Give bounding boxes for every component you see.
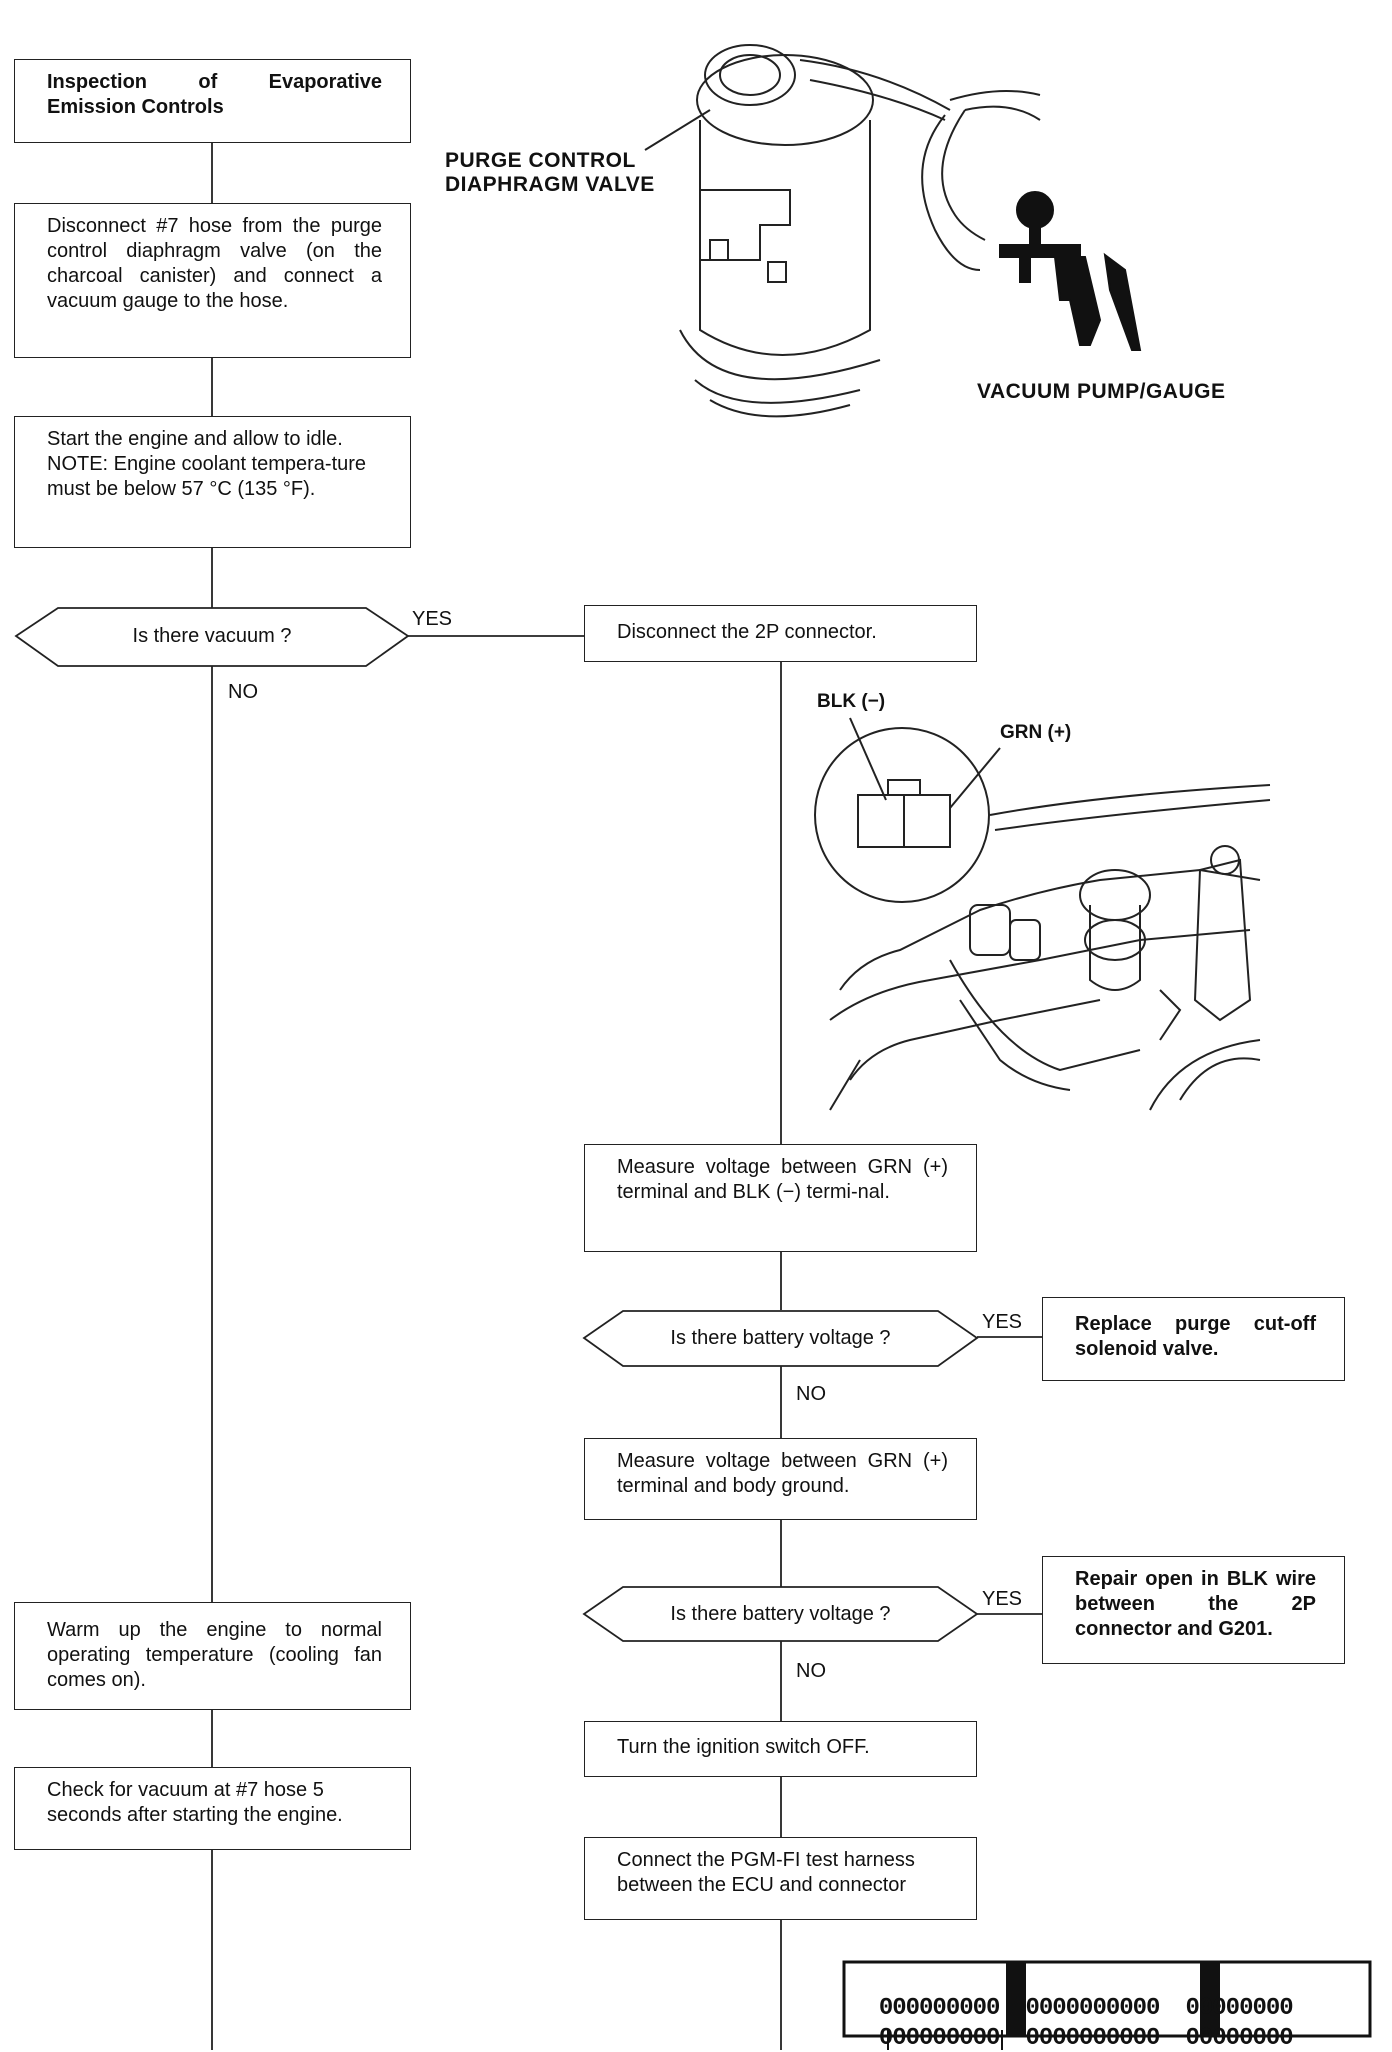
no-label-battery-2: NO bbox=[796, 1660, 826, 1682]
yes-label-battery-1: YES bbox=[982, 1311, 1023, 1333]
connector-lines bbox=[211, 143, 1042, 2050]
repair-open-box: Repair open in BLK wire between the 2P c… bbox=[1042, 1556, 1345, 1664]
connect-harness-box: Connect the PGM-FI test harness between … bbox=[584, 1837, 977, 1920]
purge-control-caption-2: DIAPHRAGM VALVE bbox=[445, 173, 655, 196]
replace-valve-box: Replace purge cut-off solenoid valve. bbox=[1042, 1297, 1345, 1381]
pin-group-a1: 000000000 bbox=[878, 1995, 1001, 2022]
pin-group-c1: 00000000 bbox=[1185, 1995, 1293, 2022]
start-box: Inspection of Evaporative Emission Contr… bbox=[14, 59, 411, 143]
vacuum-pump-illustration bbox=[999, 191, 1142, 351]
disconnect-2p-box: Disconnect the 2P connector. bbox=[584, 605, 977, 662]
turn-ignition-off-box: Turn the ignition switch OFF. bbox=[584, 1721, 977, 1777]
vacuum-pump-caption: VACUUM PUMP/GAUGE bbox=[977, 380, 1226, 403]
pin-group-b2: 0000000000 bbox=[1025, 2025, 1160, 2052]
pin-group-b1: 0000000000 bbox=[1025, 1995, 1160, 2022]
decision-battery-1-text: Is there battery voltage ? bbox=[670, 1327, 891, 1349]
charcoal-canister-illustration bbox=[644, 44, 1041, 418]
yes-label-vacuum: YES bbox=[412, 608, 453, 630]
measure-grn-blk-box: Measure voltage between GRN (+) terminal… bbox=[584, 1144, 977, 1252]
grn-terminal-label: GRN (+) bbox=[1000, 722, 1072, 743]
no-label-vacuum: NO bbox=[228, 681, 258, 703]
decision-battery-2-text: Is there battery voltage ? bbox=[670, 1603, 891, 1625]
pin-group-c2: 00000000 bbox=[1185, 2025, 1293, 2052]
purge-control-caption-1: PURGE CONTROL bbox=[445, 149, 636, 172]
start-engine-box: Start the engine and allow to idle. NOTE… bbox=[14, 416, 411, 548]
no-label-battery-1: NO bbox=[796, 1383, 826, 1405]
decision-vacuum-text: Is there vacuum ? bbox=[132, 625, 292, 647]
warm-up-box: Warm up the engine to normal operating t… bbox=[14, 1602, 411, 1710]
decision-vacuum-shape bbox=[14, 607, 410, 667]
pin-group-a2: 000000000 bbox=[878, 2025, 1001, 2052]
yes-label-battery-2: YES bbox=[982, 1588, 1023, 1610]
disconnect-hose-box: Disconnect #7 hose from the purge contro… bbox=[14, 203, 411, 358]
decision-battery-1-shape bbox=[582, 1310, 979, 1367]
decision-battery-2-shape bbox=[582, 1586, 979, 1642]
check-vacuum-box: Check for vacuum at #7 hose 5 seconds af… bbox=[14, 1767, 411, 1850]
2p-connector-illustration bbox=[814, 717, 1271, 1111]
ecu-connector-illustration bbox=[842, 1960, 1372, 2050]
blk-terminal-label: BLK (−) bbox=[817, 691, 886, 712]
measure-grn-ground-box: Measure voltage between GRN (+) terminal… bbox=[584, 1438, 977, 1520]
